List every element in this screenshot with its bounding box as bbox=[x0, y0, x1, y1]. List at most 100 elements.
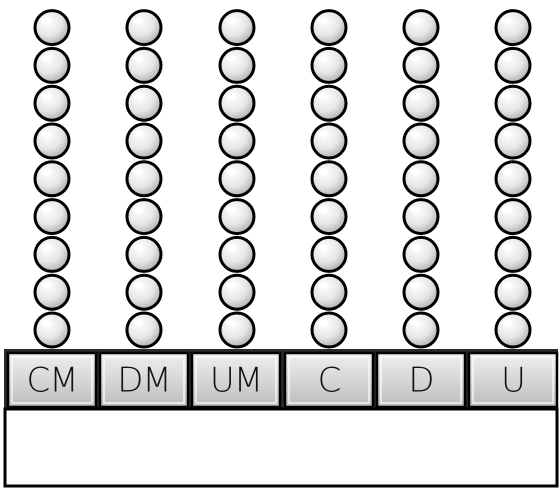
bead-highlight bbox=[226, 55, 236, 61]
bead[interactable] bbox=[312, 11, 346, 45]
bead[interactable] bbox=[35, 11, 69, 45]
bead[interactable] bbox=[35, 86, 69, 120]
bead-highlight bbox=[226, 169, 236, 175]
bead-highlight bbox=[410, 93, 420, 99]
bead[interactable] bbox=[127, 86, 161, 120]
bead[interactable] bbox=[127, 11, 161, 45]
bead[interactable] bbox=[312, 48, 346, 82]
bead-highlight bbox=[133, 169, 143, 175]
bead-highlight bbox=[133, 93, 143, 99]
label-box-c: C bbox=[285, 353, 373, 407]
bead[interactable] bbox=[312, 275, 346, 309]
bead-highlight bbox=[410, 17, 420, 23]
bead[interactable] bbox=[496, 275, 530, 309]
bead-highlight bbox=[133, 320, 143, 326]
bead[interactable] bbox=[35, 124, 69, 158]
bead-highlight bbox=[226, 93, 236, 99]
bead-highlight bbox=[226, 244, 236, 250]
bead-highlight bbox=[318, 93, 328, 99]
bead[interactable] bbox=[35, 48, 69, 82]
bead-highlight bbox=[133, 244, 143, 250]
bead[interactable] bbox=[127, 313, 161, 347]
bead[interactable] bbox=[312, 200, 346, 234]
answer-box[interactable] bbox=[5, 409, 557, 486]
bead[interactable] bbox=[220, 162, 254, 196]
bead-highlight bbox=[226, 282, 236, 288]
bead[interactable] bbox=[220, 200, 254, 234]
bead-highlight bbox=[133, 17, 143, 23]
bead-highlight bbox=[133, 131, 143, 137]
bead[interactable] bbox=[496, 313, 530, 347]
bead[interactable] bbox=[35, 162, 69, 196]
bead-highlight bbox=[41, 131, 51, 137]
bead-highlight bbox=[226, 131, 236, 137]
bead[interactable] bbox=[312, 162, 346, 196]
bead-highlight bbox=[41, 282, 51, 288]
bead[interactable] bbox=[127, 237, 161, 271]
bead[interactable] bbox=[220, 237, 254, 271]
bead[interactable] bbox=[496, 200, 530, 234]
bead[interactable] bbox=[220, 48, 254, 82]
bead-highlight bbox=[226, 320, 236, 326]
bead[interactable] bbox=[496, 162, 530, 196]
rod-c bbox=[312, 11, 346, 347]
bead[interactable] bbox=[127, 124, 161, 158]
bead[interactable] bbox=[496, 124, 530, 158]
rod-cm bbox=[35, 11, 69, 347]
bead-highlight bbox=[502, 55, 512, 61]
bead-highlight bbox=[318, 131, 328, 137]
bead-highlight bbox=[410, 320, 420, 326]
place-value-label: UM bbox=[210, 361, 262, 401]
bead[interactable] bbox=[127, 48, 161, 82]
bead[interactable] bbox=[312, 313, 346, 347]
bead[interactable] bbox=[404, 275, 438, 309]
bead-highlight bbox=[41, 93, 51, 99]
bead[interactable] bbox=[127, 275, 161, 309]
bead-highlight bbox=[226, 206, 236, 212]
bead[interactable] bbox=[404, 86, 438, 120]
bead-highlight bbox=[502, 17, 512, 23]
bead[interactable] bbox=[35, 275, 69, 309]
bead-highlight bbox=[410, 206, 420, 212]
bead[interactable] bbox=[312, 86, 346, 120]
bead[interactable] bbox=[220, 86, 254, 120]
bead[interactable] bbox=[127, 162, 161, 196]
bead[interactable] bbox=[496, 11, 530, 45]
bead[interactable] bbox=[35, 313, 69, 347]
bead-highlight bbox=[318, 55, 328, 61]
bead[interactable] bbox=[35, 200, 69, 234]
bead-highlight bbox=[502, 93, 512, 99]
bead[interactable] bbox=[35, 237, 69, 271]
bead[interactable] bbox=[404, 237, 438, 271]
bead-highlight bbox=[226, 17, 236, 23]
bead[interactable] bbox=[404, 162, 438, 196]
label-box-um: UM bbox=[192, 353, 280, 407]
bead[interactable] bbox=[127, 200, 161, 234]
bead[interactable] bbox=[220, 11, 254, 45]
bead[interactable] bbox=[404, 11, 438, 45]
bead[interactable] bbox=[220, 275, 254, 309]
bead-highlight bbox=[133, 206, 143, 212]
bead-highlight bbox=[318, 320, 328, 326]
rod-um bbox=[220, 11, 254, 347]
label-box-dm: DM bbox=[100, 353, 188, 407]
bead[interactable] bbox=[312, 124, 346, 158]
bead[interactable] bbox=[404, 48, 438, 82]
bead[interactable] bbox=[404, 313, 438, 347]
bead[interactable] bbox=[496, 237, 530, 271]
bead-highlight bbox=[410, 131, 420, 137]
label-box-u: U bbox=[469, 353, 557, 407]
bead-highlight bbox=[318, 282, 328, 288]
bead[interactable] bbox=[496, 86, 530, 120]
bead[interactable] bbox=[220, 313, 254, 347]
label-box-d: D bbox=[377, 353, 465, 407]
bead[interactable] bbox=[496, 48, 530, 82]
bead[interactable] bbox=[404, 200, 438, 234]
bead-highlight bbox=[318, 17, 328, 23]
bead-highlight bbox=[41, 17, 51, 23]
bead[interactable] bbox=[404, 124, 438, 158]
bead[interactable] bbox=[220, 124, 254, 158]
bead-highlight bbox=[41, 206, 51, 212]
bead[interactable] bbox=[312, 237, 346, 271]
